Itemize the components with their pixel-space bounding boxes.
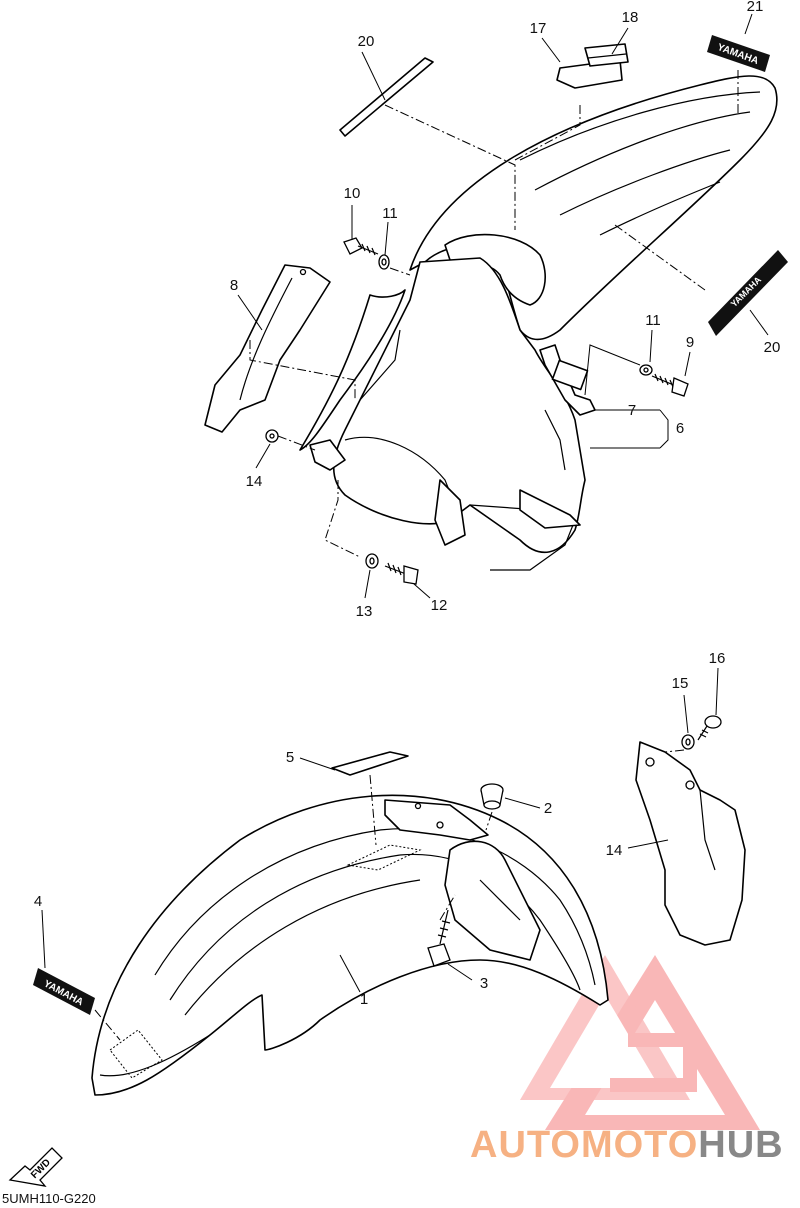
washer-14 [265,429,279,443]
callout-19: 18 [622,9,639,26]
callout-5: 5 [286,749,294,766]
callout-21: 21 [747,0,764,15]
side-strip [299,289,406,451]
decal-21: YAMAHA [707,35,770,72]
callout-2: 2 [544,800,552,817]
callout-13: 13 [356,603,373,620]
callout-3: 3 [480,975,488,992]
callout-9: 9 [686,334,694,351]
fwd-arrow-icon: FWD [8,1147,63,1187]
front-fender [91,794,609,1096]
callout-8: 8 [230,277,238,294]
decal-20-top [339,57,434,137]
diagram-code: 5UMH110-G220 [2,1191,96,1206]
callout-10: 10 [344,185,361,202]
callout-6: 6 [676,420,684,437]
grommet-2 [480,783,504,810]
callout-17: 16 [709,650,726,667]
callout-1: 1 [360,991,368,1008]
callout-20-side: 20 [764,339,781,356]
callout-20-top: 20 [358,33,375,50]
screw-17 [697,715,722,741]
washer-11-top [378,254,390,270]
callout-14: 14 [246,473,263,490]
bolt-9 [651,373,689,397]
callout-15: 14 [606,842,623,859]
callout-11-right: 11 [645,312,661,329]
decal-5 [331,751,409,776]
washer-13 [365,553,379,569]
bolt-3 [427,909,451,967]
watermark-part1: AUTOMOTO [470,1124,699,1166]
bolt-10 [343,237,379,256]
washer-11-right [639,364,653,376]
callout-18: 17 [530,20,547,37]
watermark-logo-icon [520,955,760,1130]
callout-16: 15 [672,675,689,692]
decal-20-side: YAMAHA [708,250,788,336]
callout-11-top: 11 [382,205,398,222]
decal-19 [584,43,629,67]
washer-16 [681,734,695,750]
watermark-part2: HUB [698,1124,784,1166]
fork-guard-15 [635,741,746,946]
decal-4: YAMAHA [33,968,95,1015]
rear-fender [309,75,778,571]
callout-4: 4 [34,893,42,910]
callout-12: 12 [431,597,448,614]
watermark-text: AUTOMOTOHUB [470,1124,784,1167]
rear-flap-8 [204,264,331,433]
bolt-12 [384,562,419,585]
callout-7: 7 [628,402,636,419]
